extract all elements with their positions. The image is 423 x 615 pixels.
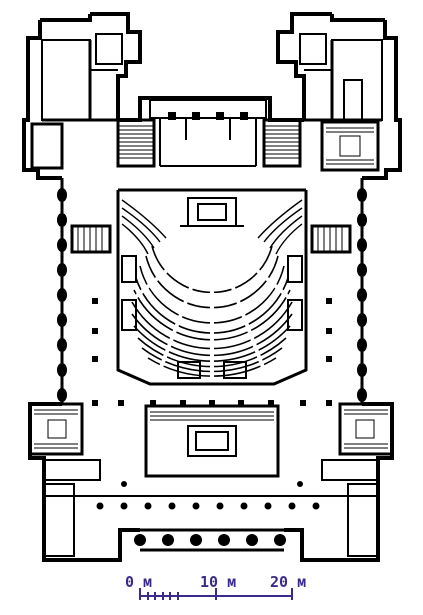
upper-central-hall (149, 99, 267, 167)
scale-label-10: 10 м (200, 573, 237, 591)
lower-wings (43, 459, 379, 557)
stage (180, 197, 244, 227)
mid-right-staircase (310, 224, 352, 254)
entrance-wall (140, 528, 284, 552)
inner-piers (92, 298, 332, 406)
upper-left-staircase (116, 118, 156, 168)
side-columns (57, 188, 367, 402)
auditorium-walls (116, 188, 308, 386)
portico-columns (96, 481, 320, 546)
aisles (130, 230, 294, 380)
upper-right-corner-staircase (320, 120, 380, 172)
scale-bar (139, 588, 293, 600)
balcony-seating (121, 199, 303, 255)
side-boxes (121, 255, 303, 331)
scale-label-20: 20 м (270, 573, 307, 591)
scale-label-0: 0 м (125, 573, 153, 591)
upper-right-wing (299, 33, 383, 122)
lower-left-staircase (28, 402, 84, 456)
upper-hall-columns (168, 112, 248, 120)
lower-right-staircase (338, 402, 394, 456)
mid-left-staircase (70, 224, 112, 254)
front-seats (177, 361, 247, 379)
upper-right-staircase (262, 118, 302, 168)
upper-left-wing (30, 33, 123, 170)
lower-central-staircase (144, 404, 280, 478)
